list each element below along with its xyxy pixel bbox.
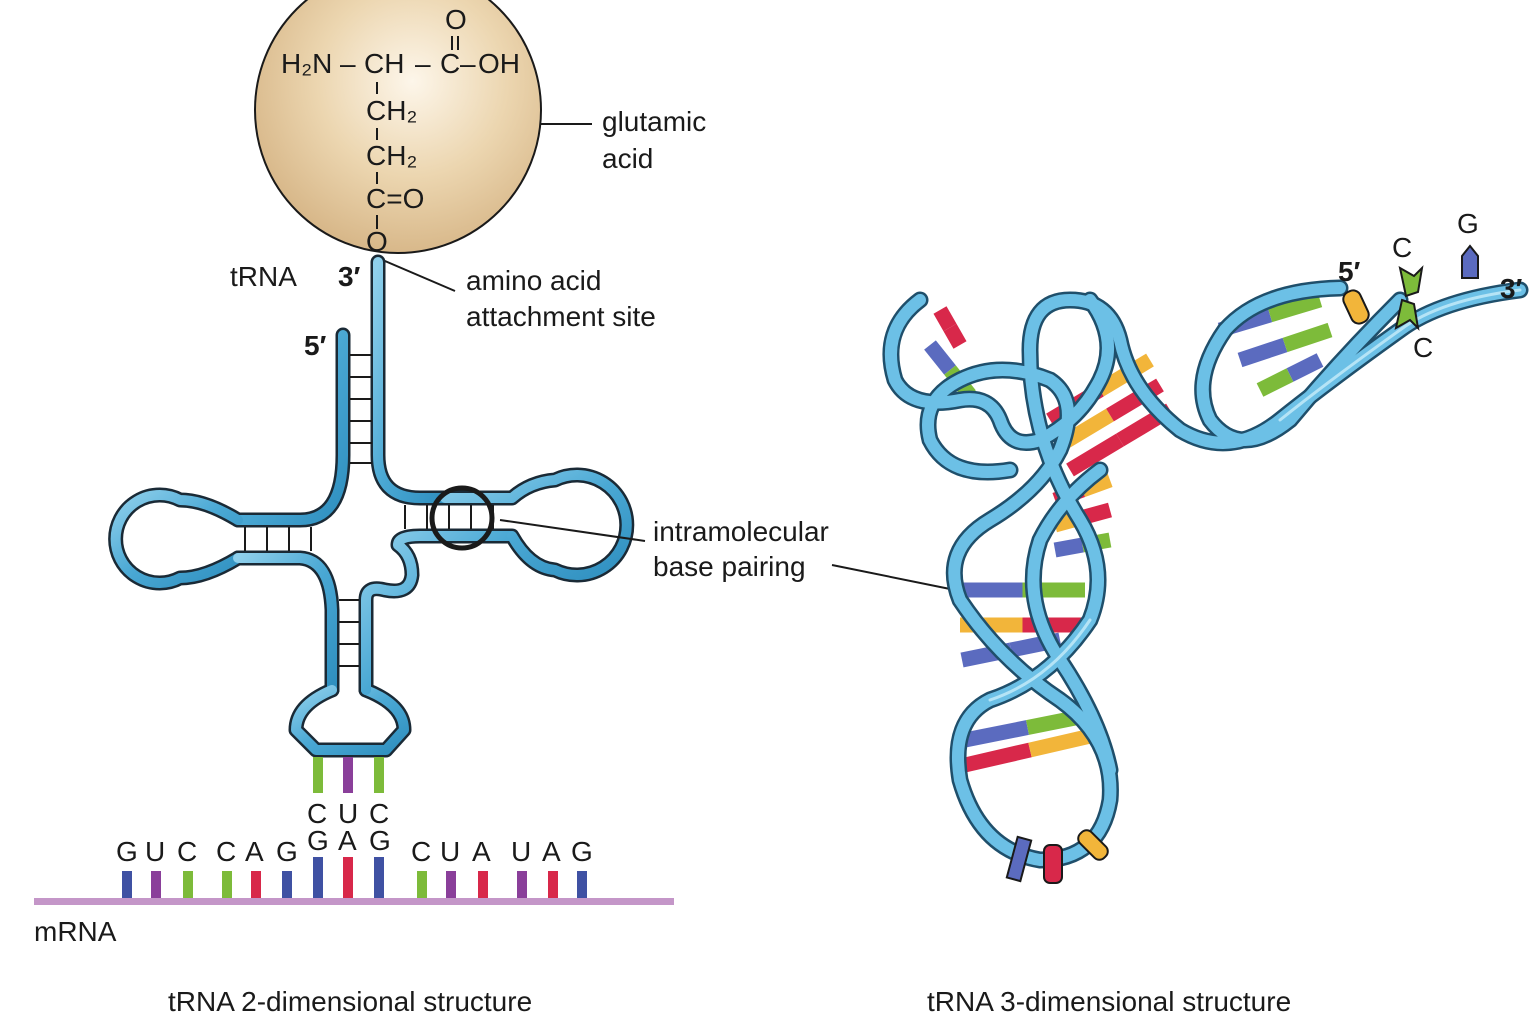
attachment-label-line1: amino acid — [466, 265, 602, 296]
mrna-base-letter: U — [145, 836, 166, 867]
mrna-stick-A — [548, 871, 558, 898]
mrna-stick-C — [183, 871, 193, 898]
formula-dash-3: – — [460, 48, 476, 79]
mrna-stick-G — [282, 871, 292, 898]
mrna-base-letter: A — [472, 836, 491, 867]
anticodon-sticks — [313, 757, 384, 793]
trna-3d-model — [882, 244, 1529, 884]
formula-ch: CH — [364, 48, 405, 79]
anticodon-stick-U — [343, 757, 353, 793]
mrna-stick-U — [151, 871, 161, 898]
caption-3d: tRNA 3-dimensional structure — [927, 986, 1292, 1017]
mrna-stick-C — [417, 871, 427, 898]
mrna-base-letter: A — [245, 836, 264, 867]
trna-label: tRNA — [230, 261, 297, 292]
caption-2d: tRNA 2-dimensional structure — [168, 986, 533, 1017]
amino-acid-sphere — [254, 0, 542, 254]
formula-ester-o: O — [366, 226, 388, 257]
mrna-base-letter: G — [276, 836, 298, 867]
mrna-stick-U — [517, 871, 527, 898]
formula-bonds — [376, 36, 459, 229]
pairing-label-line1: intramolecular — [653, 516, 829, 547]
mrna-stick-G — [577, 871, 587, 898]
codon-base-1: G — [307, 825, 329, 856]
formula-top-oxygen: O — [445, 4, 467, 35]
attachment-label-line2: attachment site — [466, 301, 656, 332]
base-rung-3d — [1053, 537, 1084, 558]
base-rung-3d — [963, 720, 1029, 748]
mrna-base-letter: C — [411, 836, 432, 867]
base-rung-3d — [933, 306, 957, 332]
mrna-stick-U — [446, 871, 456, 898]
pairing-label-line2: base pairing — [653, 551, 806, 582]
anticodon-base-1: C — [307, 798, 328, 829]
base-rung-3d — [1282, 322, 1333, 353]
anticodon-stick-C — [313, 757, 323, 793]
mrna-label: mRNA — [34, 916, 117, 947]
pairing-leader-3d — [831, 564, 956, 591]
mrna-stick-A — [251, 871, 261, 898]
mrna-base-letter: G — [571, 836, 593, 867]
mrna-base-letter: U — [440, 836, 461, 867]
mrna-stick-A — [478, 871, 488, 898]
mrna-stick-A — [343, 857, 353, 898]
base-rung-3d — [943, 323, 967, 349]
formula-c: C — [440, 48, 461, 79]
glutamic-acid-label-line2: acid — [602, 143, 654, 174]
pairing-leader-2d — [499, 519, 646, 542]
mrna-base-letter: C — [177, 836, 198, 867]
base-rung-3d — [924, 340, 956, 375]
base-pairing-highlight-circle — [429, 485, 495, 551]
mrna-stick-G — [313, 857, 323, 898]
five-prime-label-2d: 5′ — [304, 330, 327, 361]
mrna-base-letter: C — [216, 836, 237, 867]
mrna-sticks — [122, 857, 587, 898]
base-rung-3d — [963, 742, 1032, 773]
anticodon-base-3: C — [369, 798, 390, 829]
mrna-base-letter: A — [542, 836, 561, 867]
formula-h2n: H₂N — [281, 48, 333, 79]
base-rung-3d — [1267, 292, 1323, 323]
base-rung-3d — [1237, 337, 1288, 368]
formula-dash-2: – — [415, 48, 431, 79]
cloverleaf — [108, 254, 635, 758]
cca-tail-base-2: C — [1413, 332, 1434, 363]
codon-base-3: G — [369, 825, 391, 856]
base-rung-3d — [1286, 353, 1324, 382]
formula-oh: OH — [478, 48, 520, 79]
mrna-stick-C — [222, 871, 232, 898]
formula-ch2-b: CH₂ — [366, 140, 418, 171]
mrna-stick-G — [374, 857, 384, 898]
three-prime-label-2d: 3′ — [338, 261, 361, 292]
three-prime-label-3d: 3′ — [1500, 273, 1523, 304]
anticodon-stick-C — [374, 757, 384, 793]
glutamic-acid-label-line1: glutamic — [602, 106, 707, 137]
cca-tail-base-1: C — [1392, 232, 1413, 263]
mrna-base-letter: G — [116, 836, 138, 867]
formula-c-eq-o: C=O — [366, 183, 425, 214]
hydrogen-bond-rungs — [244, 354, 494, 667]
base-rung-3d — [1066, 433, 1124, 477]
base-rung-3d — [1028, 727, 1097, 758]
terminal-bases-3d — [1005, 244, 1479, 884]
formula-dash-1: – — [340, 48, 356, 79]
codon-base-2: A — [338, 825, 357, 856]
mrna-stick-G — [122, 871, 132, 898]
mrna-backbone — [34, 898, 674, 905]
five-prime-label-3d: 5′ — [1338, 256, 1361, 287]
cca-tail-base-3: G — [1457, 208, 1479, 239]
base-rung-3d — [1256, 368, 1294, 397]
mrna-base-letter: U — [511, 836, 532, 867]
formula-ch2-a: CH₂ — [366, 95, 418, 126]
attachment-leader — [377, 257, 456, 292]
anticodon-base-2: U — [338, 798, 359, 829]
